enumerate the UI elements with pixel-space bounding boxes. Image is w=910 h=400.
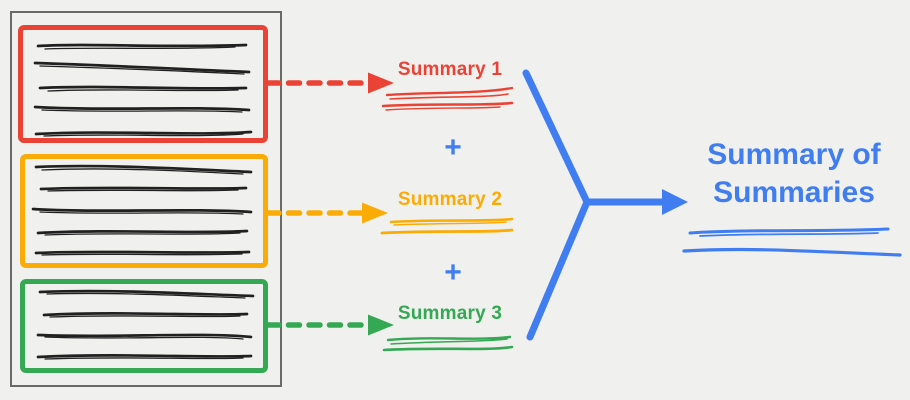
document-section-1 — [18, 25, 268, 143]
source-document — [10, 11, 282, 387]
summary-3-scribble-lines — [382, 335, 514, 352]
summary-2-label: Summary 2 — [397, 189, 503, 210]
summary-of-summaries-label: Summary of Summaries — [707, 138, 881, 209]
document-section-3 — [20, 279, 268, 373]
summarize-arrow-3 — [265, 314, 394, 336]
summarize-arrow-2 — [265, 202, 388, 224]
plus-operator-2: + — [444, 256, 462, 289]
document-section-2 — [20, 154, 268, 268]
summary-3-label: Summary 3 — [397, 303, 503, 324]
plus-operator-1: + — [444, 131, 462, 164]
combine-arrow — [522, 69, 688, 341]
summary-1-label: Summary 1 — [397, 59, 503, 80]
summary-1-scribble-lines — [381, 86, 514, 111]
arrowhead-icon — [662, 189, 688, 215]
summarize-arrow-1 — [265, 72, 394, 94]
title-scribble-lines — [682, 227, 902, 257]
summary-2-scribble-lines — [380, 217, 514, 235]
